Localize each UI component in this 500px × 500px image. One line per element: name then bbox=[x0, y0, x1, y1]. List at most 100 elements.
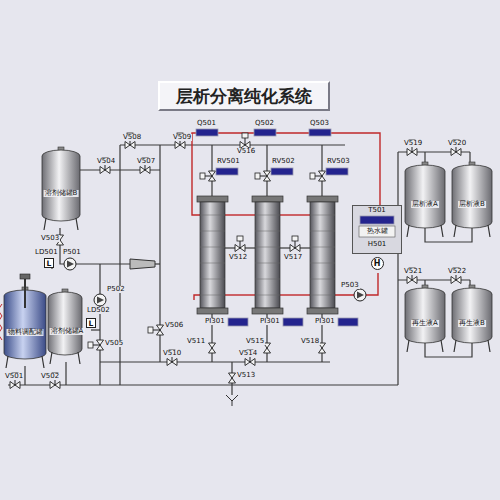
tag-number: Q502 bbox=[254, 120, 275, 127]
storage-tank: 物料调配罐 bbox=[4, 290, 46, 368]
tank-label: 物料调配罐 bbox=[7, 329, 44, 336]
tag-number: PI301 bbox=[314, 318, 336, 325]
pipe-connector bbox=[425, 343, 472, 357]
chromatography-column bbox=[197, 196, 228, 314]
tag-number: RV502 bbox=[271, 158, 296, 165]
pump-symbol bbox=[64, 258, 76, 270]
tank-label: T501 bbox=[367, 207, 387, 214]
title-banner: 层析分离纯化系统 bbox=[158, 81, 330, 111]
valve-symbol bbox=[229, 373, 236, 383]
pipe bbox=[280, 214, 310, 215]
digital-display bbox=[338, 318, 358, 326]
chromatography-column bbox=[252, 196, 283, 314]
level-switch-box: L bbox=[86, 318, 97, 328]
reducer bbox=[130, 259, 155, 269]
tag-number: PI301 bbox=[204, 318, 226, 325]
storage-tank: 再生液B bbox=[452, 288, 492, 352]
pipe bbox=[120, 144, 345, 145]
tag-number: Q501 bbox=[196, 120, 217, 127]
tag-number: V504 bbox=[96, 158, 116, 165]
digital-display bbox=[216, 168, 238, 175]
storage-tank: 层析液A bbox=[405, 165, 445, 237]
pipe bbox=[155, 263, 160, 264]
tag-number: V516 bbox=[236, 148, 256, 155]
level-switch-box: L bbox=[44, 258, 55, 268]
tag-number: V509 bbox=[172, 134, 192, 141]
pipe bbox=[119, 145, 120, 385]
tag-number: RV501 bbox=[216, 158, 241, 165]
tag-number: P501 bbox=[62, 249, 82, 256]
tag-number: RV503 bbox=[326, 158, 351, 165]
tag-number: PI301 bbox=[259, 318, 281, 325]
tank-label: 热水罐 bbox=[366, 228, 389, 235]
storage-tank: 再生液A bbox=[405, 288, 445, 352]
storage-tank: 溶剂储罐A bbox=[48, 292, 87, 364]
pipe bbox=[225, 214, 255, 215]
pipe bbox=[280, 294, 310, 295]
tank-label: 再生液B bbox=[458, 320, 486, 327]
symbol-letter: L bbox=[88, 320, 95, 328]
pipe bbox=[65, 362, 66, 385]
symbol-letter: L bbox=[46, 260, 53, 268]
tag-number: LD502 bbox=[86, 307, 111, 314]
pipe bbox=[91, 329, 100, 330]
storage-tank: 溶剂储罐B bbox=[42, 150, 81, 230]
tag-number: LD501 bbox=[34, 249, 59, 256]
title-text: 层析分离纯化系统 bbox=[176, 85, 312, 108]
tag-number: V521 bbox=[403, 268, 423, 275]
tank-label: H501 bbox=[367, 241, 388, 248]
tag-number: V511 bbox=[186, 338, 206, 345]
pipe bbox=[397, 152, 398, 385]
symbol-letter: H bbox=[373, 260, 382, 268]
digital-display bbox=[254, 129, 276, 136]
tag-number: V506 bbox=[164, 322, 184, 329]
tag-number: V519 bbox=[403, 140, 423, 147]
pipe bbox=[100, 361, 330, 362]
valve-symbol bbox=[88, 340, 104, 350]
digital-display bbox=[283, 318, 303, 326]
tag-number: V510 bbox=[162, 350, 182, 357]
pipe bbox=[194, 295, 200, 300]
tag-number: P503 bbox=[340, 282, 360, 289]
valve-symbol bbox=[240, 133, 250, 149]
valve-symbol bbox=[255, 171, 271, 181]
tag-number: V503 bbox=[40, 235, 60, 242]
digital-display bbox=[196, 129, 218, 136]
drain-symbol bbox=[226, 395, 238, 406]
pump-symbol bbox=[354, 289, 366, 301]
tag-number: V507 bbox=[136, 158, 156, 165]
pump-symbol bbox=[94, 294, 106, 306]
tag-number: V501 bbox=[4, 373, 24, 380]
tank-label: 层析液B bbox=[458, 201, 486, 208]
digital-display bbox=[309, 129, 331, 136]
tag-number: V512 bbox=[228, 254, 248, 261]
tag-number: V513 bbox=[236, 372, 256, 379]
digital-display bbox=[326, 168, 348, 175]
digital-display bbox=[228, 318, 248, 326]
tag-number: P502 bbox=[106, 286, 126, 293]
tag-number: V502 bbox=[40, 373, 60, 380]
storage-tank: 层析液B bbox=[452, 165, 492, 237]
valve-symbol bbox=[148, 325, 164, 335]
pipe-connector bbox=[425, 228, 472, 242]
tank-label: 溶剂储罐A bbox=[50, 328, 85, 335]
tag-number: V514 bbox=[238, 350, 258, 357]
hot-water-tank: T501 热水罐 H501H bbox=[352, 205, 402, 273]
valve-symbol bbox=[200, 171, 216, 181]
valve-symbol bbox=[310, 171, 326, 181]
tank-label: 溶剂储罐B bbox=[44, 190, 79, 197]
valve-symbol bbox=[209, 343, 216, 353]
heater-symbol: H bbox=[371, 257, 384, 270]
tag-number: V508 bbox=[122, 134, 142, 141]
valve-symbol bbox=[290, 236, 300, 252]
pipe bbox=[99, 264, 100, 385]
tank-label: 层析液A bbox=[411, 201, 439, 208]
valve-symbol bbox=[235, 236, 245, 252]
digital-display bbox=[271, 168, 293, 175]
tag-number: V522 bbox=[447, 268, 467, 275]
tag-number: V520 bbox=[447, 140, 467, 147]
tank-label: 再生液A bbox=[411, 320, 439, 327]
chromatography-column bbox=[307, 196, 338, 314]
tag-number: Q503 bbox=[309, 120, 330, 127]
tag-number: V505 bbox=[104, 340, 124, 347]
